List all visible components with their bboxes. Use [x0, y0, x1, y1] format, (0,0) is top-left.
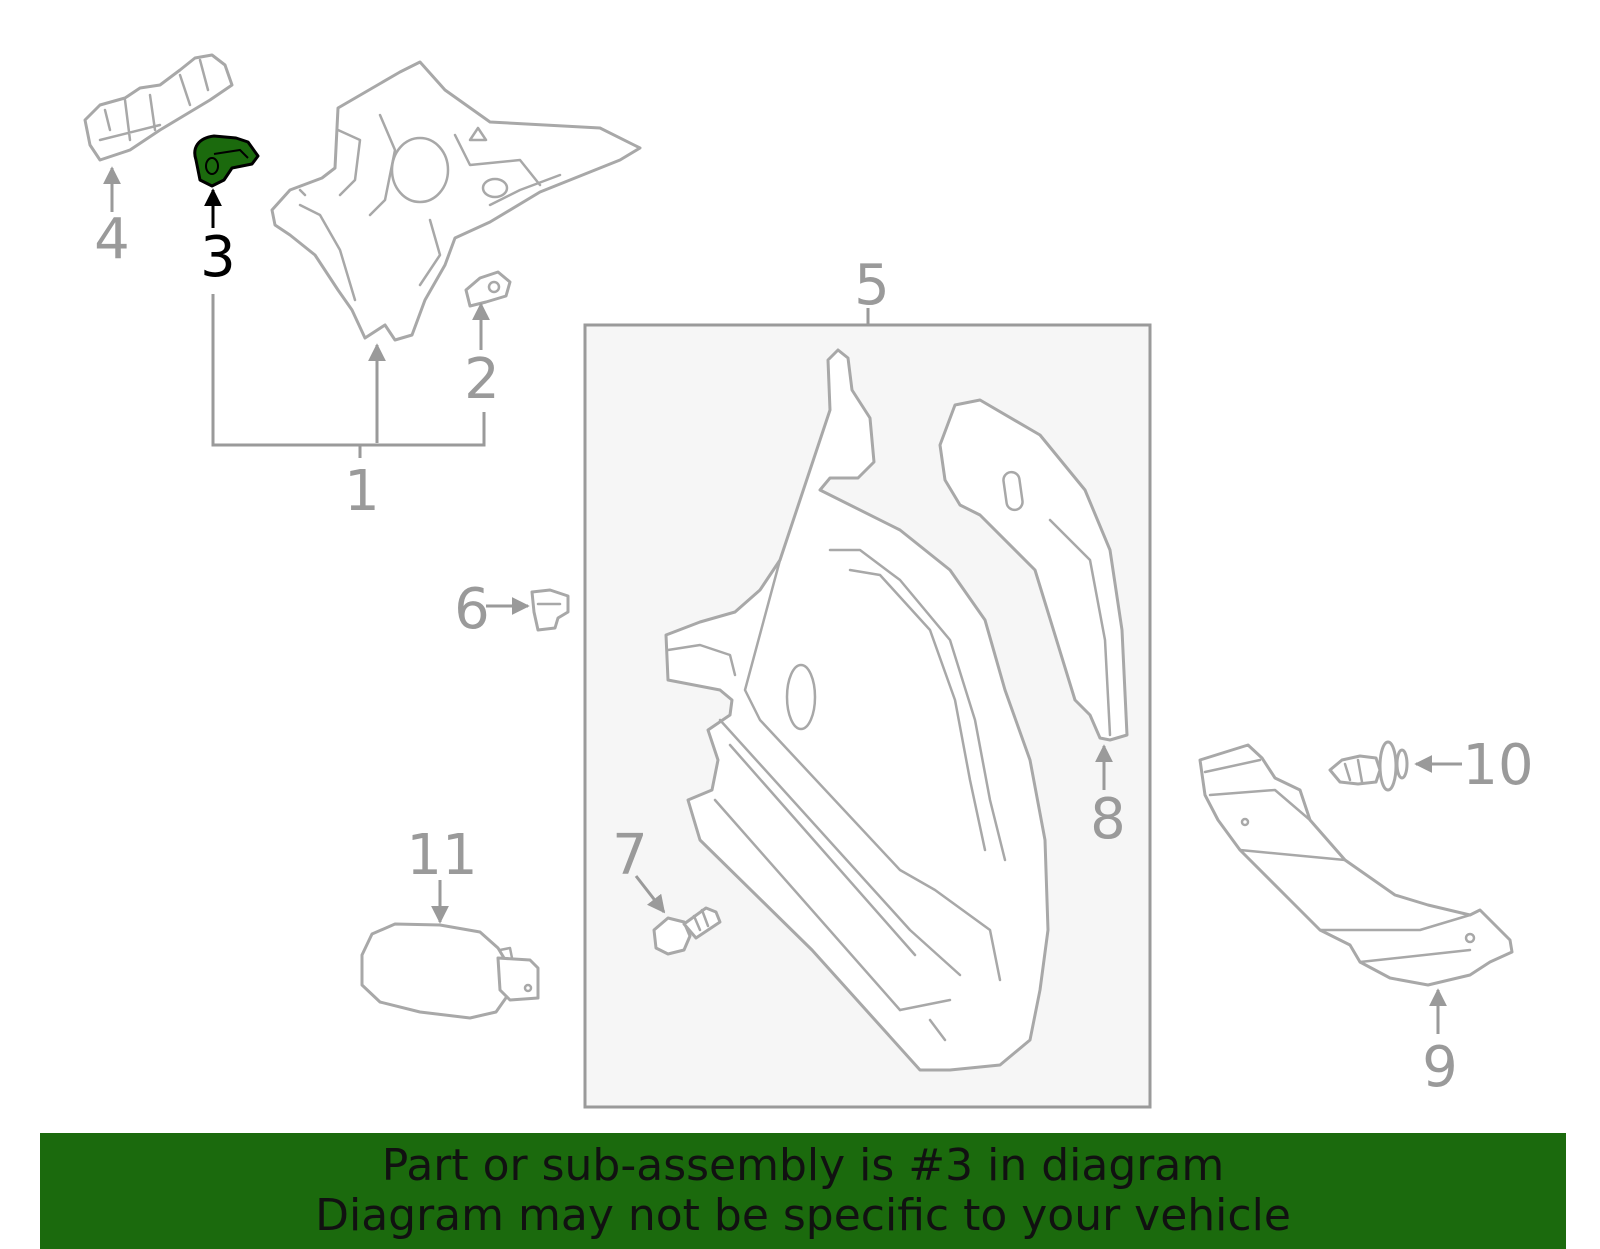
part-5-trim-panel[interactable] [664, 348, 1050, 1072]
callout-9: 9 [1422, 1035, 1458, 1100]
info-banner: Part or sub-assembly is #3 in diagram Di… [40, 1133, 1566, 1249]
callout-2: 2 [464, 347, 500, 412]
part-4-bracket[interactable] [83, 53, 234, 162]
part-6-clip[interactable] [530, 588, 570, 632]
part-7-bolt[interactable] [652, 906, 722, 956]
callout-6: 6 [454, 577, 490, 642]
part-11-lamp[interactable] [360, 922, 540, 1020]
banner-line-2: Diagram may not be specific to your vehi… [315, 1190, 1291, 1241]
banner-line-1: Part or sub-assembly is #3 in diagram [381, 1140, 1225, 1191]
callout-3: 3 [200, 225, 236, 290]
part-3-clip-highlighted[interactable] [193, 134, 260, 188]
part-9-rail-bracket[interactable] [1198, 743, 1514, 987]
callout-4: 4 [94, 207, 130, 272]
callout-8: 8 [1090, 787, 1126, 852]
part-2-small-bracket[interactable] [464, 270, 512, 308]
part-8-side-trim[interactable] [938, 398, 1129, 742]
callout-1: 1 [344, 459, 380, 524]
callout-5: 5 [854, 253, 890, 318]
callout-10: 10 [1462, 733, 1533, 798]
part-10-push-pin[interactable] [1328, 740, 1409, 792]
callout-11: 11 [406, 823, 477, 888]
callout-1-bracket [211, 294, 486, 447]
part-1-quarter-panel[interactable] [270, 60, 642, 342]
callout-7: 7 [612, 823, 648, 888]
